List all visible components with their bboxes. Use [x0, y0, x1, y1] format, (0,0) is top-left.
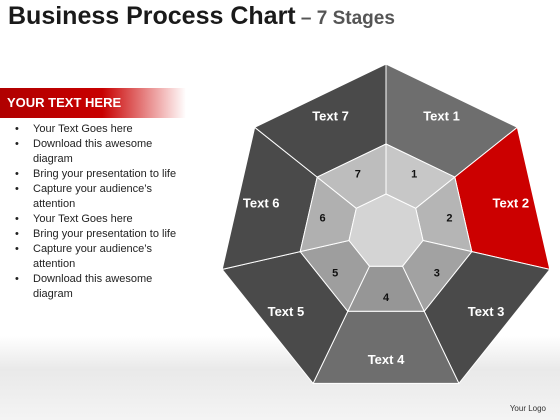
side-panel-header: YOUR TEXT HERE — [0, 88, 186, 118]
stage-label-4: Text 4 — [368, 352, 405, 367]
stage-number-6: 6 — [320, 213, 326, 225]
outer-segments — [221, 63, 551, 385]
stage-label-3: Text 3 — [468, 304, 505, 319]
bullet-item: Capture your audience’s attention — [14, 242, 184, 272]
page-title: Business Process Chart – 7 Stages — [8, 2, 395, 31]
stage-label-1: Text 1 — [423, 109, 460, 124]
stage-number-5: 5 — [332, 268, 338, 280]
stage-number-7: 7 — [355, 168, 361, 180]
bullet-item: Capture your audience’s attention — [14, 182, 184, 212]
stage-number-3: 3 — [434, 268, 440, 280]
stage-label-5: Text 5 — [268, 304, 305, 319]
bullet-item: Bring your presentation to life — [14, 167, 184, 182]
stage-number-4: 4 — [383, 292, 390, 304]
title-subtitle: – 7 Stages — [295, 8, 395, 29]
center-hub — [348, 193, 424, 267]
bullet-item: Bring your presentation to life — [14, 227, 184, 242]
stage-number-2: 2 — [446, 213, 452, 225]
stage-label-7: Text 7 — [312, 109, 349, 124]
stage-label-6: Text 6 — [243, 196, 280, 211]
side-panel-header-text: YOUR TEXT HERE — [7, 95, 122, 110]
bullet-item: Download this awesome diagram — [14, 272, 184, 302]
inner-segments — [299, 143, 473, 313]
bullet-item: Your Text Goes here — [14, 122, 184, 137]
bullet-item: Download this awesome diagram — [14, 137, 184, 167]
bullet-list: Your Text Goes here Download this awesom… — [14, 122, 184, 302]
logo-text: Your Logo — [509, 404, 546, 413]
stage-label-2: Text 2 — [492, 196, 529, 211]
title-main: Business Process Chart — [8, 2, 296, 30]
bullet-item: Your Text Goes here — [14, 212, 184, 227]
stage-number-1: 1 — [411, 168, 417, 180]
